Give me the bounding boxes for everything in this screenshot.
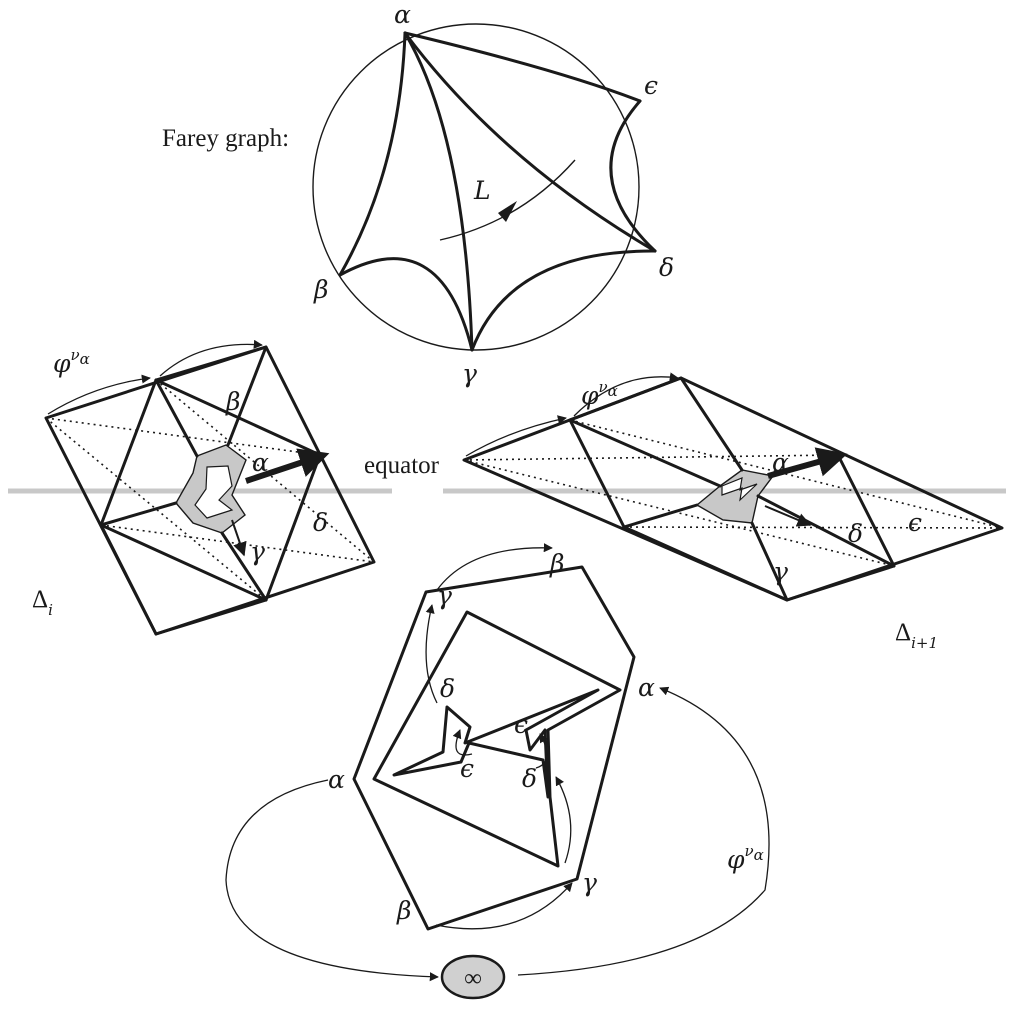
bottom-map-label: φνα bbox=[727, 842, 764, 874]
left-label-beta: β bbox=[225, 387, 240, 416]
right-alpha-arrow bbox=[767, 447, 848, 479]
bottom-label-beta-top: β bbox=[549, 549, 564, 578]
bottom-label-gamma-top: γ bbox=[437, 581, 452, 610]
right-edge-to-hex-top bbox=[568, 418, 722, 488]
bottom-label-alpha-left: α bbox=[328, 765, 345, 794]
farey-edge-beta-gamma bbox=[338, 257, 474, 352]
left-map-label: φνα bbox=[53, 346, 90, 378]
right-dotted-1 bbox=[463, 454, 839, 461]
bottom-arrow-delta-epsilon-right bbox=[535, 733, 549, 769]
bottom-label-alpha-right: α bbox=[638, 673, 655, 702]
bottom-outer-hexagon bbox=[352, 565, 636, 931]
bottom-arrow-alpha-infinity bbox=[225, 779, 439, 982]
farey-path-arrow bbox=[498, 201, 517, 222]
left-map-arrow-1 bbox=[47, 374, 151, 415]
bottom-label-delta-left: δ bbox=[440, 674, 455, 703]
right-complex-name: Δi+1 bbox=[895, 619, 938, 652]
right-label-delta: δ bbox=[848, 519, 863, 548]
farey-edge-epsilon-delta bbox=[609, 99, 657, 253]
bottom-arrow-gamma-delta bbox=[555, 776, 572, 864]
right-edge-to-hex-left bbox=[622, 503, 699, 529]
left-inner-hole bbox=[194, 465, 234, 519]
right-delta-arrow bbox=[764, 505, 812, 527]
right-label-alpha: α bbox=[772, 448, 789, 477]
right-dotted-4 bbox=[463, 459, 895, 567]
left-edge-to-hex-bottom bbox=[220, 531, 268, 602]
left-complex bbox=[44, 339, 376, 636]
right-inner-hole bbox=[721, 477, 758, 502]
right-label-gamma: γ bbox=[773, 557, 788, 586]
farey-label-delta: δ bbox=[659, 253, 674, 282]
infinity-label: ∞ bbox=[464, 965, 482, 992]
farey-edge-alpha-delta bbox=[403, 31, 657, 253]
farey-label-epsilon: ϵ bbox=[644, 71, 658, 100]
bottom-arrow-gamma-beta bbox=[436, 543, 553, 591]
right-label-epsilon: ϵ bbox=[908, 508, 922, 537]
left-complex-name: Δi bbox=[32, 586, 53, 619]
right-map-label: φνα bbox=[581, 378, 618, 410]
farey-edge-alpha-epsilon bbox=[403, 31, 642, 103]
right-complex bbox=[462, 372, 1004, 602]
farey-label-L: L bbox=[473, 176, 491, 205]
right-edge-to-hex-bottom bbox=[750, 521, 789, 602]
farey-edge-alpha-gamma bbox=[403, 31, 474, 352]
left-edge-to-hex-left bbox=[99, 501, 178, 527]
bottom-label-beta-bottom: β bbox=[396, 896, 411, 925]
farey-graph bbox=[312, 23, 657, 352]
right-map-arrow-1 bbox=[465, 415, 567, 457]
left-edge-cross-high bbox=[154, 378, 322, 457]
farey-edge-alpha-beta bbox=[338, 31, 407, 277]
bottom-inner-zigzag bbox=[392, 688, 600, 799]
farey-caption: Farey graph: bbox=[162, 125, 289, 152]
right-map-arrow-2 bbox=[573, 372, 679, 417]
left-alpha-arrow bbox=[245, 448, 330, 484]
bottom-label-gamma-bottom: γ bbox=[582, 868, 597, 897]
farey-path-L bbox=[439, 159, 576, 241]
bottom-label-epsilon-right: ϵ bbox=[514, 710, 528, 739]
right-edge-top-mid bbox=[568, 376, 744, 472]
bottom-arrow-beta-gamma bbox=[435, 882, 573, 930]
bottom-arrow-infinity-alpha bbox=[517, 686, 770, 976]
farey-edge-gamma-delta bbox=[470, 249, 657, 352]
left-dotted-1 bbox=[45, 417, 321, 456]
bottom-label-epsilon-left: ϵ bbox=[460, 754, 474, 783]
right-shaded-hexagon bbox=[695, 469, 775, 524]
right-edge-to-hex-right bbox=[756, 494, 896, 568]
bottom-label-delta-right: δ bbox=[522, 764, 537, 793]
equator-label: equator bbox=[364, 452, 440, 479]
bottom-arrow-epsilon-delta-left bbox=[452, 729, 473, 756]
right-dotted-3 bbox=[623, 526, 1003, 529]
bottom-diagram bbox=[225, 543, 770, 1000]
left-edge-to-hex-top bbox=[154, 378, 199, 458]
left-edge-left-mid bbox=[99, 378, 158, 636]
left-label-delta: δ bbox=[313, 508, 328, 537]
bottom-outer-triangle bbox=[372, 610, 622, 868]
infinity-node bbox=[440, 954, 506, 1000]
bottom-arrow-delta-gamma bbox=[425, 604, 438, 704]
left-map-arrow-2 bbox=[159, 339, 263, 377]
left-edge-top-mid bbox=[154, 345, 268, 447]
farey-label-alpha: α bbox=[394, 0, 411, 29]
farey-circle bbox=[312, 23, 640, 351]
left-label-alpha: α bbox=[252, 448, 269, 477]
farey-label-beta: β bbox=[313, 275, 328, 304]
left-label-gamma: γ bbox=[250, 537, 265, 566]
farey-label-gamma: γ bbox=[462, 359, 477, 388]
left-edge-cross-low bbox=[99, 523, 268, 602]
left-dotted-3 bbox=[100, 524, 375, 563]
left-gamma-arrow bbox=[231, 519, 247, 557]
